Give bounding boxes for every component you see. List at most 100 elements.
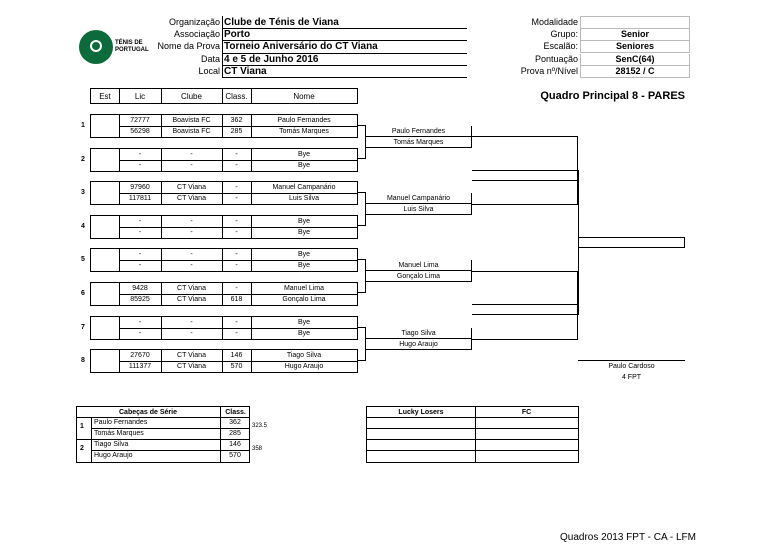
seeds-table: Cabeças de Série Class. 1 Paulo Fernande… [76, 406, 250, 463]
round2-player: Tomás Marques [393, 139, 444, 146]
entry-block: ---Bye---Bye [90, 147, 358, 172]
entry-clube: CT Viana [177, 285, 206, 292]
entry-seed-number: 2 [81, 155, 85, 163]
entry-clube: - [190, 251, 193, 259]
entry-lic: 111377 [128, 363, 152, 371]
round2-player: Luis Silva [403, 206, 434, 214]
label-organizacao: Organização [168, 17, 220, 27]
value-local: CT Viana [224, 66, 267, 77]
entry-lic: 9428 [132, 285, 148, 292]
entry-class: - [235, 285, 238, 292]
entry-class: - [235, 329, 238, 337]
label-local: Local [198, 66, 220, 76]
entry-class: - [235, 150, 238, 158]
seed-total: 323.5 [252, 423, 268, 429]
entry-nome: Luis Silva [289, 195, 319, 203]
label-data: Data [200, 54, 220, 64]
bracket-r1 [358, 192, 366, 227]
entry-block: 97960 CT Viana - Manuel Campanário 117811 CT … [90, 181, 358, 206]
entry-nome: Paulo Fernandes [277, 117, 331, 124]
entry-clube: CT Viana [177, 195, 206, 203]
entry-class: - [235, 318, 238, 326]
column-header-row: Est Lic Clube Class. Nome [90, 88, 358, 104]
entry-nome: Bye [297, 217, 311, 225]
value-nome-prova: Torneio Aniversário do CT Viana [224, 41, 378, 52]
entry-lic: 72777 [130, 117, 150, 124]
entry-seed-number: 8 [81, 357, 85, 365]
entry-nome: Manuel Campanário [272, 184, 336, 192]
entry-class: - [235, 184, 238, 192]
entry-clube: - [190, 228, 193, 236]
round2-player: Paulo Fernandes [391, 128, 446, 135]
header-rule [222, 40, 467, 41]
round2-player: Tiago Silva [401, 329, 436, 337]
entry-clube: Boavista FC [172, 128, 211, 135]
label-nome-prova: Nome da Prova [157, 41, 220, 51]
entry-nome: Bye [297, 329, 311, 337]
entry-nome: Gonçalo Lima [282, 296, 326, 303]
entry-clube: - [190, 161, 193, 169]
entry-nome: Tiago Silva [286, 352, 322, 360]
value-grupo: Senior [580, 29, 690, 41]
bracket-r1 [358, 125, 366, 159]
referee-name: Paulo Cardoso [608, 363, 655, 370]
entry-class: - [235, 195, 238, 203]
seed-class: 285 [229, 430, 241, 437]
entry-nome: Bye [297, 228, 311, 236]
entry-lic: - [138, 318, 142, 326]
lucky-losers-header: Lucky Losers [398, 409, 444, 416]
round2-player: Manuel Lima [398, 262, 439, 270]
col-lic: Lic [134, 92, 146, 101]
seed-class: 146 [229, 441, 241, 448]
seed-total: 358 [252, 446, 263, 452]
entry-block: ---Bye---Bye [90, 214, 358, 239]
entry-class: - [235, 228, 238, 236]
entry-clube: CT Viana [177, 184, 206, 192]
label-grupo: Grupo: [550, 29, 578, 39]
entry-block: ---Bye---Bye [90, 315, 358, 340]
entry-seed-number: 3 [81, 189, 85, 197]
entry-lic: 56298 [130, 128, 150, 135]
seed-player: Paulo Fernandes [94, 419, 148, 426]
entry-class: - [235, 217, 238, 225]
seed-player: Hugo Araujo [94, 452, 133, 459]
entry-class: 618 [230, 296, 243, 303]
entry-lic: 97960 [130, 184, 150, 192]
label-prova-nivel: Prova nº/Nível [520, 66, 578, 76]
entry-lic: 85925 [130, 296, 150, 303]
entry-seed-number: 1 [81, 122, 85, 129]
entry-lic: - [138, 228, 142, 236]
round2-player: Manuel Campanário [386, 195, 451, 203]
bracket-r1 [358, 259, 366, 294]
col-clube: Clube [181, 92, 202, 101]
referee-id: 4 FPT [621, 374, 642, 381]
entry-class: - [235, 251, 238, 259]
entry-clube: CT Viana [177, 363, 206, 371]
label-pontuacao: Pontuação [534, 54, 578, 64]
seeds-class-header: Class. [225, 409, 246, 416]
entry-class: 570 [230, 363, 243, 371]
seed-number: 2 [80, 445, 84, 452]
header-rule [222, 28, 467, 29]
header-rule [222, 65, 467, 66]
label-modalidade: Modalidade [531, 17, 578, 27]
entry-lic: - [138, 217, 142, 225]
value-pontuacao: SenC(64) [580, 54, 690, 66]
seed-class: 570 [229, 452, 241, 459]
seed-number: 1 [80, 423, 84, 430]
logo-text-1: TÉNIS DE [115, 40, 143, 46]
col-class: Class. [225, 92, 248, 101]
entry-nome: Bye [297, 262, 311, 270]
seeds-title: Cabeças de Série [119, 409, 177, 416]
entry-seed-number: 7 [81, 323, 85, 331]
value-associacao: Porto [224, 29, 251, 40]
header-rule [222, 77, 467, 78]
entry-clube: CT Viana [177, 352, 206, 360]
entry-lic: 117811 [128, 195, 152, 203]
seed-class: 362 [229, 419, 241, 426]
